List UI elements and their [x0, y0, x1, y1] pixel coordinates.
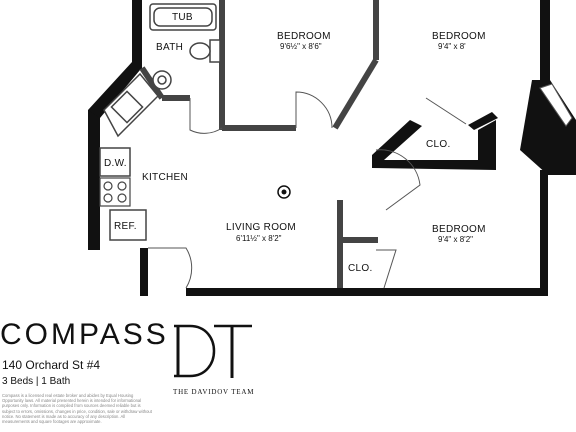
refrigerator-label: REF. — [114, 221, 137, 232]
wall-right — [540, 0, 550, 80]
tub-label: TUB — [172, 12, 193, 23]
closet1-label: CLO. — [426, 139, 451, 150]
team-name: THE DAVIDOV TEAM — [173, 388, 255, 396]
interior-walls — [139, 0, 379, 288]
dishwasher-label: D.W. — [104, 158, 127, 169]
wall-bottom — [186, 288, 548, 296]
door-swings — [148, 91, 467, 289]
brand-name: COMPASS — [0, 318, 169, 351]
fridge-box — [109, 209, 147, 241]
living-room-dims: 6'11½" x 8'2" — [236, 234, 282, 243]
stove — [99, 177, 131, 207]
bay-window — [539, 83, 573, 127]
bedroom3-label: BEDROOM — [432, 224, 486, 235]
bedroom3-dims: 9'4" x 8'2" — [438, 235, 473, 244]
tub — [149, 3, 217, 31]
closet-walls — [372, 112, 498, 170]
bedroom2-label: BEDROOM — [432, 31, 486, 42]
team-monogram-logo — [174, 324, 252, 378]
dishwasher-box — [99, 147, 131, 177]
ceiling-light-icon — [277, 185, 291, 199]
wall-left-bottom — [140, 248, 148, 296]
wall-left-diagonal — [88, 62, 140, 118]
wall-bath-left — [132, 0, 142, 70]
closet2-label: CLO. — [348, 263, 373, 274]
toilet — [189, 39, 221, 63]
bed-bath-summary: 3 Beds | 1 Bath — [2, 376, 71, 387]
bath-label: BATH — [156, 42, 183, 53]
living-room-label: LIVING ROOM — [226, 222, 296, 233]
bedroom1-dims: 9'6½" x 8'6" — [280, 42, 322, 51]
floor-plan: TUB BATH BEDROOM 9'6½" x 8'6" BEDROOM 9'… — [88, 0, 576, 296]
wall-left-kitchen — [88, 110, 100, 250]
legal-disclaimer: Compass is a licensed real estate broker… — [2, 393, 152, 425]
wall-right-lower — [540, 170, 548, 296]
exterior-walls — [88, 0, 576, 296]
bedroom1-label: BEDROOM — [277, 31, 331, 42]
bedroom2-dims: 9'4" x 8' — [438, 42, 466, 51]
kitchen-label: KITCHEN — [142, 172, 188, 183]
kitchen-counter — [103, 72, 160, 138]
property-address: 140 Orchard St #4 — [2, 358, 101, 372]
bath-sink — [152, 70, 172, 90]
